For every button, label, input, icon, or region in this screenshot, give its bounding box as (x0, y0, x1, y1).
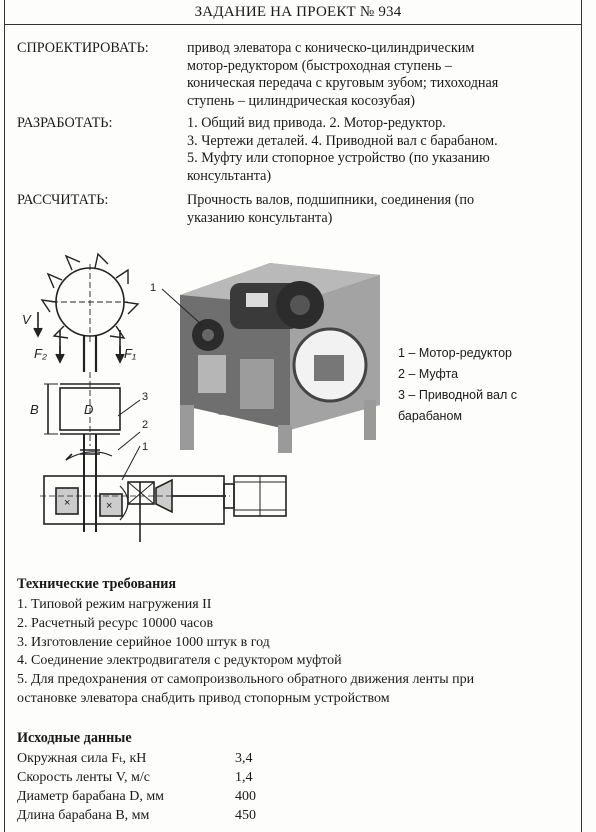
force-f2-arrow (55, 353, 65, 364)
task-line: Прочность валов, подшипники, соединения … (187, 192, 475, 208)
data-value: 450 (235, 808, 256, 823)
title-divider (4, 24, 582, 25)
motor-reducer-photo: 1 (150, 255, 390, 455)
bucket-teeth (40, 252, 140, 339)
data-value: 1,4 (235, 770, 253, 785)
data-value: 400 (235, 789, 256, 804)
requirements-list: 1. Типовой режим нагружения II 2. Расчет… (17, 596, 577, 709)
source-data-title: Исходные данные (17, 730, 132, 746)
photo-callout-1: 1 (150, 282, 156, 294)
task-text: Прочность валов, подшипники, соединения … (187, 192, 582, 227)
legend-item: барабаном (398, 409, 463, 423)
requirement-item: 2. Расчетный ресурс 10000 часов (17, 615, 214, 631)
legend-item: 1 – Мотор-редуктор (398, 346, 513, 360)
label-f2: F₂ (34, 346, 47, 361)
task-line: консультанта) (187, 167, 272, 184)
bevel-gear (127, 481, 155, 505)
label-b: B (30, 402, 39, 417)
requirement-item: 3. Изготовление серийное 1000 штук в год (17, 634, 270, 650)
task-line: 3. Чертежи деталей. 4. Приводной вал с б… (187, 132, 498, 149)
task-text: 1. Общий вид привода. 2. Мотор-редуктор.… (187, 115, 582, 185)
requirement-item: 5. Для предохранения от самопроизвольног… (17, 672, 475, 688)
helical-gear (55, 487, 79, 515)
legend-item: 2 – Муфта (398, 367, 459, 381)
drive-scheme-diagram: × × V F₂ F₁ B D 3 2 1 (22, 252, 287, 542)
task-text: привод элеватора с коническо-цилиндричес… (187, 40, 582, 110)
data-label: Длина барабана B, мм (17, 808, 150, 823)
callout-2: 2 (142, 419, 148, 431)
data-value: 3,4 (235, 751, 253, 766)
task-label: СПРОЕКТИРОВАТЬ: (17, 40, 149, 56)
requirements-title: Технические требования (17, 576, 177, 592)
page-frame (4, 0, 582, 832)
svg-text:×: × (106, 500, 112, 512)
task-line: мотор-редуктором (быстроходная ступень – (187, 57, 452, 74)
data-label: Диаметр барабана D, мм (17, 789, 165, 804)
task-line: 1. Общий вид привода. 2. Мотор-редуктор. (187, 115, 446, 131)
svg-text:×: × (64, 497, 70, 509)
label-f1: F₁ (124, 346, 136, 361)
requirement-item: остановке элеватора снабдить привод стоп… (17, 690, 390, 706)
task-line: привод элеватора с коническо-цилиндричес… (187, 40, 475, 56)
task-line: ступень – цилиндрическая косозубая) (187, 92, 416, 109)
page-title: ЗАДАНИЕ НА ПРОЕКТ № 934 (194, 4, 402, 20)
task-label: РАССЧИТАТЬ: (17, 192, 109, 208)
diagram-legend: 1 – Мотор-редуктор 2 – Муфта 3 – Приводн… (398, 343, 517, 427)
data-label: Скорость ленты V, м/с (17, 770, 150, 785)
label-d: D (84, 402, 93, 417)
requirement-item: 4. Соединение электродвигателя с редукто… (17, 653, 342, 669)
label-v: V (22, 312, 32, 327)
task-line: указанию консультанта) (187, 209, 333, 226)
task-line: 5. Муфту или стопорное устройство (по ук… (187, 150, 490, 166)
data-label: Окружная сила Fₜ, кН (17, 751, 147, 766)
task-line: коническая передача с круговым зубом; ти… (187, 75, 499, 91)
callout-3: 3 (142, 391, 148, 403)
force-f1-arrow (115, 353, 125, 364)
callout-1: 1 (142, 441, 148, 453)
task-label: РАЗРАБОТАТЬ: (17, 115, 113, 131)
requirement-item: 1. Типовой режим нагружения II (17, 597, 212, 612)
legend-item: 3 – Приводной вал с (398, 388, 518, 402)
